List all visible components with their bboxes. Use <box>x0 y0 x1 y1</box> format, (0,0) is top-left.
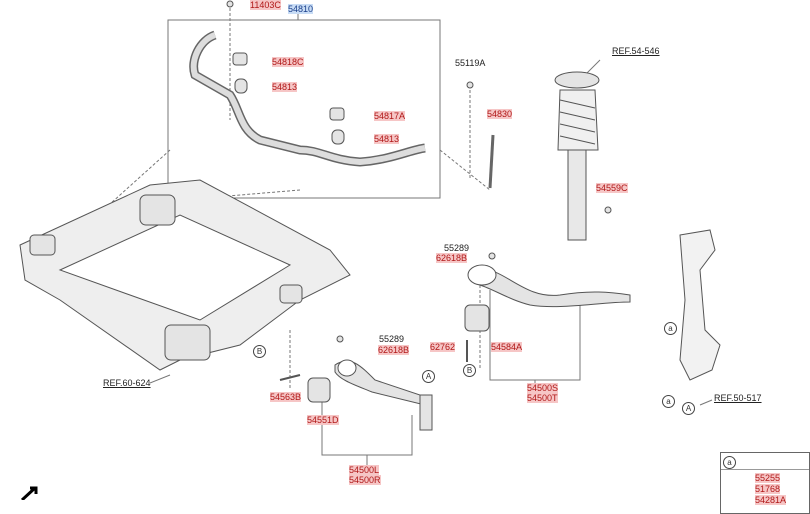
stabilizer-group-box <box>167 19 441 199</box>
part-label[interactable]: 54500L <box>349 465 380 475</box>
callout-a: A <box>422 370 435 383</box>
callout-a-lower: a <box>662 395 675 408</box>
reference-label[interactable]: REF.60-624 <box>103 378 151 388</box>
legend-item[interactable]: 51768 <box>755 484 781 494</box>
part-label[interactable]: 62618B <box>436 253 468 263</box>
part-label[interactable]: 11403C <box>250 0 281 10</box>
part-label[interactable]: 55289 <box>444 243 470 253</box>
part-label[interactable]: 54500T <box>527 393 558 403</box>
callout-a-lower: a <box>664 322 677 335</box>
part-label[interactable]: 54813 <box>374 134 400 144</box>
part-label[interactable]: 62618B <box>378 345 410 355</box>
part-label[interactable]: 54813 <box>272 82 298 92</box>
part-label[interactable]: 54830 <box>487 109 513 119</box>
legend-key: a <box>723 456 736 469</box>
legend-box: a 55255 51768 54281A <box>720 452 810 514</box>
part-label[interactable]: 55119A <box>455 58 486 68</box>
callout-b: B <box>253 345 266 358</box>
callout-b: B <box>463 364 476 377</box>
part-label[interactable]: 54500R <box>349 475 381 485</box>
part-label[interactable]: 55289 <box>379 334 405 344</box>
suspension-diagram <box>19 0 721 500</box>
part-label[interactable]: 54551D <box>307 415 339 425</box>
reference-label[interactable]: REF.54-546 <box>612 46 660 56</box>
part-label[interactable]: 54817A <box>374 111 406 121</box>
legend-item[interactable]: 54281A <box>755 495 787 505</box>
arrow-icon <box>20 486 38 500</box>
part-label[interactable]: 54559C <box>596 183 628 193</box>
part-label[interactable]: 54584A <box>491 342 523 352</box>
callout-a: A <box>682 402 695 415</box>
part-label[interactable]: 54563B <box>270 392 302 402</box>
part-label[interactable]: 54818C <box>272 57 304 67</box>
reference-label[interactable]: REF.50-517 <box>714 393 762 403</box>
legend-item[interactable]: 55255 <box>755 473 781 483</box>
part-label[interactable]: 54810 <box>288 4 314 14</box>
part-label[interactable]: 62762 <box>430 342 456 352</box>
part-label[interactable]: 54500S <box>527 383 559 393</box>
